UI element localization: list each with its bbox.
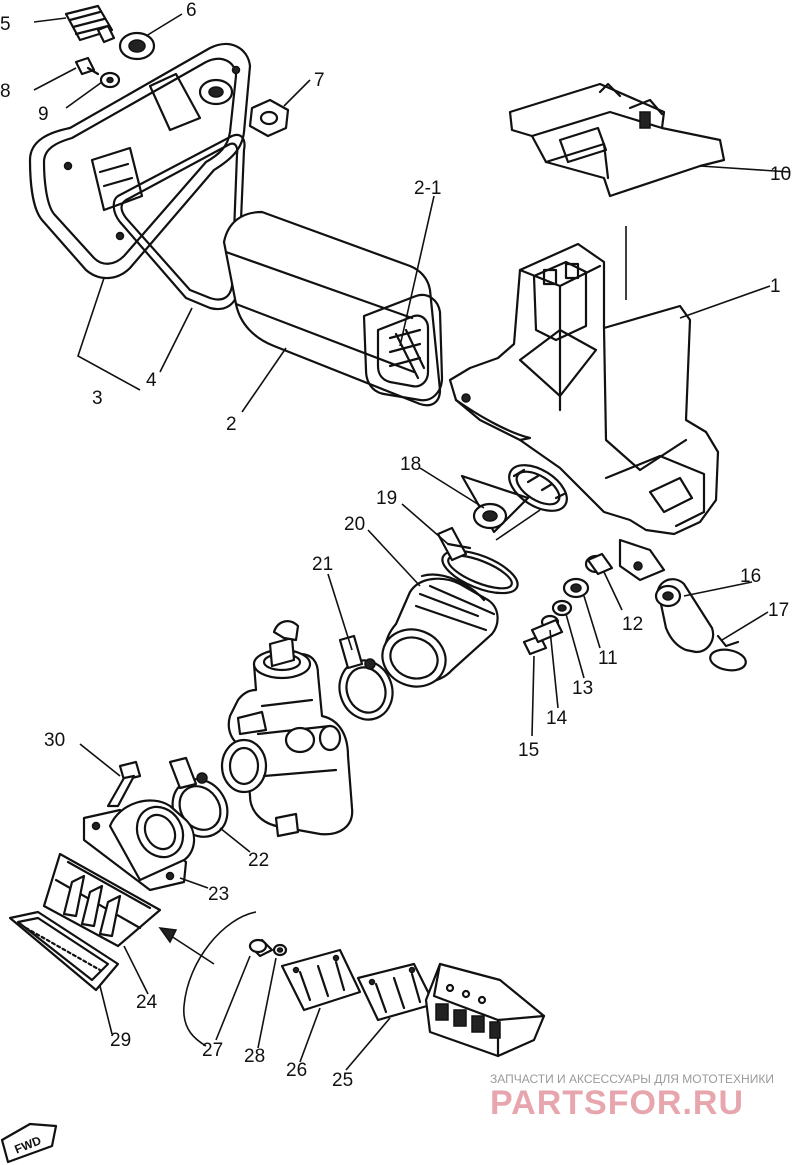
callout-27: 27 [202,1040,223,1061]
callout-3: 3 [92,388,103,409]
callout-4: 4 [146,370,157,391]
callout-12: 12 [622,614,643,635]
part-15-bolt [522,618,564,656]
callout-14: 14 [546,708,568,729]
callout-2: 2 [226,414,237,435]
callout-15: 15 [518,740,539,761]
callout-2-1: 2-1 [414,178,441,199]
callout-7: 7 [314,70,325,91]
part-29-gasket [8,910,120,992]
part-26-reed-stopper [280,948,362,1012]
part-13-washer [551,599,573,617]
callout-18: 18 [400,454,421,475]
watermark-brand: PARTSFOR.RU [490,1084,744,1122]
reed-block [424,962,546,1058]
part-5-rubber-boot [64,4,116,44]
direction-arrow [158,911,257,1047]
callout-19: 19 [376,488,397,509]
callout-26: 26 [286,1060,307,1081]
callout-22: 22 [248,850,269,871]
callout-28: 28 [244,1046,265,1067]
callout-13: 13 [572,678,593,699]
part-19-clamp [436,526,519,595]
part-27-screw [248,938,274,958]
part-8-screw [74,56,100,76]
part-28-washer [272,943,288,957]
part-9-washer [99,71,121,89]
carburetor [220,620,354,838]
part-4-gasket [112,133,246,311]
part-24-reed-valve [42,852,162,948]
watermark-tagline: ЗАПЧАСТИ И АКСЕССУАРЫ ДЛЯ МОТОТЕХНИКИ [490,1072,774,1086]
part-12-collar [584,552,614,576]
part-17-hose-clip [709,634,747,672]
callout-labels: 5 6 8 9 7 10 2-1 1 4 3 2 18 19 20 21 16 … [0,0,791,1091]
part-16-breather-tube [654,578,715,654]
part-11-damper [562,577,590,599]
part-1-air-filter-case [448,242,720,582]
callout-16: 16 [740,566,761,587]
part-21-clamp [338,634,394,721]
callout-11: 11 [598,648,618,669]
part-2-air-filter-element [222,210,444,407]
callout-21: 21 [312,554,333,575]
callout-8: 8 [0,81,11,102]
part-7-nut [248,98,290,138]
callout-23: 23 [208,884,229,905]
callout-1: 1 [770,276,781,297]
part-6-grommet [118,31,156,61]
callout-9: 9 [38,104,49,125]
part-22-clamp [168,756,229,838]
leader-lines [33,13,791,1071]
part-23-intake-manifold [82,799,196,892]
part-20-intake-joint [381,573,499,688]
callout-10: 10 [770,164,791,185]
fwd-badge: FWD [0,1122,58,1164]
callout-25: 25 [332,1070,353,1091]
part-30-bolt [106,760,142,808]
callout-29: 29 [110,1030,131,1051]
callout-6: 6 [186,0,197,21]
callout-20: 20 [344,514,365,535]
part-3-filter-case-cover [28,42,252,280]
callout-17: 17 [768,600,789,621]
part-10-cover-plate [508,82,726,198]
watermark: ЗАПЧАСТИ И АКСЕССУАРЫ ДЛЯ МОТОТЕХНИКИ PA… [490,1072,774,1122]
callout-24: 24 [136,992,158,1013]
part-25-reed-petal [356,962,436,1022]
callout-5: 5 [0,14,11,35]
callout-30: 30 [44,730,65,751]
